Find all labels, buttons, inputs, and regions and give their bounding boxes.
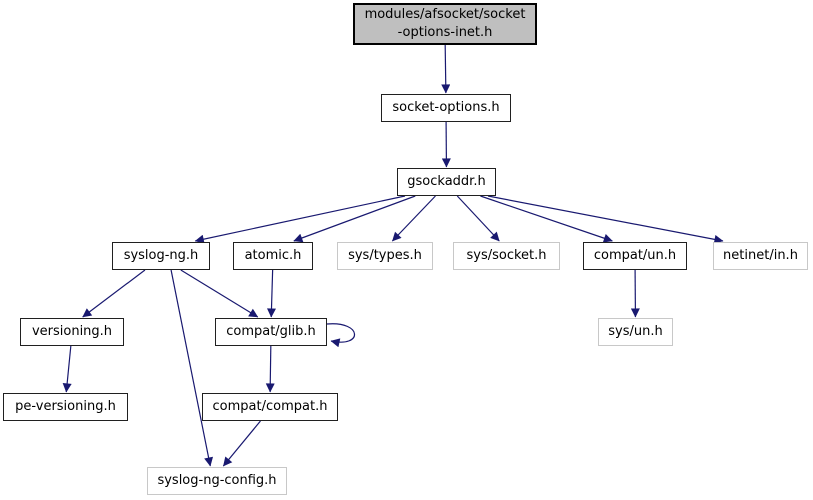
node-versioning-h[interactable]: versioning.h [20,318,124,346]
node-compat-glib-h[interactable]: compat/glib.h [215,318,327,346]
node-sys-socket-h: sys/socket.h [453,242,560,270]
node-socket-options-h[interactable]: socket-options.h [381,94,511,122]
node-sys-un-h: sys/un.h [598,318,673,346]
node-socket-options-inet-h: modules/afsocket/socket -options-inet.h [353,3,537,45]
node-atomic-h[interactable]: atomic.h [233,242,313,270]
node-compat-un-h[interactable]: compat/un.h [583,242,687,270]
node-syslog-ng-h[interactable]: syslog-ng.h [112,242,210,270]
node-syslog-ng-config-h: syslog-ng-config.h [147,467,287,495]
node-netinet-in-h: netinet/in.h [713,242,808,270]
node-sys-types-h: sys/types.h [337,242,433,270]
node-gsockaddr-h[interactable]: gsockaddr.h [397,168,496,196]
node-compat-compat-h[interactable]: compat/compat.h [202,393,338,421]
node-pe-versioning-h[interactable]: pe-versioning.h [3,393,128,421]
